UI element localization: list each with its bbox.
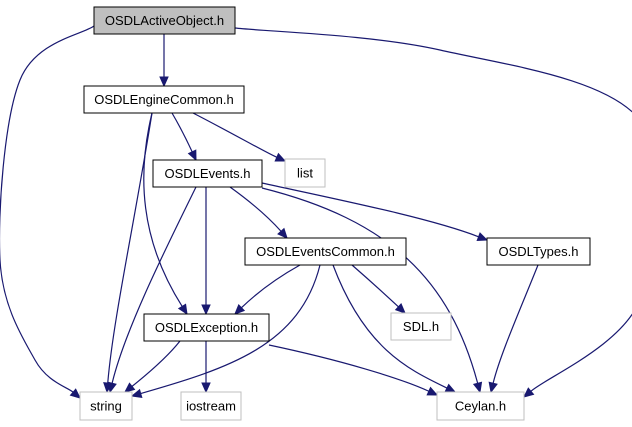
- edge-line: [268, 344, 430, 392]
- edge-osdl-exception-to-string: [124, 340, 181, 393]
- edge-arrowhead: [488, 381, 498, 394]
- edge-arrowhead: [394, 302, 406, 314]
- edge-osdl-engine-common-to-osdl-exception: [143, 112, 188, 316]
- edge-arrowhead: [177, 303, 188, 316]
- node-box: [152, 159, 263, 188]
- edge-osdl-active-object-to-ceylan: [234, 27, 632, 398]
- edge-osdl-events-common-to-osdl-exception: [234, 264, 301, 315]
- edge-osdl-events-to-ceylan: [261, 187, 483, 394]
- edges-layer: [0, 25, 632, 399]
- node-box: [83, 85, 245, 114]
- node-box: [79, 391, 133, 421]
- node-label: OSDLEngineCommon.h: [94, 92, 233, 107]
- edge-line: [131, 340, 181, 387]
- node-iostream: iostream: [180, 391, 242, 421]
- edge-arrowhead: [476, 232, 489, 242]
- node-osdl-engine-common[interactable]: OSDLEngineCommon.h: [83, 85, 245, 114]
- edge-line: [140, 264, 321, 395]
- edge-line: [0, 25, 95, 393]
- edge-line: [229, 186, 282, 232]
- edge-line: [351, 264, 399, 308]
- node-label: OSDLEventsCommon.h: [256, 244, 395, 259]
- edge-line: [241, 264, 301, 309]
- edge-arrowhead: [159, 76, 169, 88]
- edge-osdl-types-to-ceylan: [488, 264, 539, 394]
- edge-arrowhead: [277, 227, 288, 239]
- edge-line: [234, 27, 632, 392]
- node-box: [284, 158, 326, 188]
- node-box: [143, 313, 270, 342]
- edge-line: [261, 187, 479, 384]
- node-osdl-events[interactable]: OSDLEvents.h: [152, 159, 263, 188]
- node-box: [93, 6, 236, 35]
- edge-osdl-events-to-string: [107, 186, 197, 394]
- edge-arrowhead: [201, 382, 211, 394]
- node-osdl-types[interactable]: OSDLTypes.h: [486, 237, 591, 266]
- edge-osdl-events-to-osdl-exception: [201, 187, 211, 316]
- edge-arrowhead: [444, 383, 457, 393]
- edge-arrowhead: [201, 304, 211, 316]
- edge-arrowhead: [69, 388, 81, 399]
- node-label: list: [297, 165, 313, 180]
- node-box: [390, 312, 452, 341]
- edge-arrowhead: [472, 381, 483, 394]
- node-label: string: [90, 398, 122, 413]
- node-label: Ceylan.h: [455, 398, 506, 413]
- node-label: iostream: [186, 398, 236, 413]
- edge-osdl-events-common-to-sdl: [351, 264, 406, 314]
- edge-osdl-events-common-to-string: [130, 264, 321, 399]
- edge-osdl-events-to-osdl-types: [261, 182, 489, 242]
- edge-osdl-engine-common-to-osdl-events: [171, 112, 197, 162]
- node-label: OSDLTypes.h: [499, 244, 579, 259]
- node-string: string: [79, 391, 133, 421]
- edge-arrowhead: [234, 303, 246, 315]
- edge-arrowhead: [130, 388, 143, 399]
- edge-osdl-exception-to-ceylan: [268, 344, 439, 396]
- edge-line: [492, 264, 539, 384]
- edge-line: [111, 186, 197, 384]
- edge-arrowhead: [274, 152, 287, 162]
- node-list: list: [284, 158, 326, 188]
- node-osdl-exception[interactable]: OSDLException.h: [143, 313, 270, 342]
- node-label: OSDLActiveObject.h: [105, 13, 224, 28]
- node-label: SDL.h: [403, 319, 439, 334]
- edge-arrowhead: [124, 382, 136, 393]
- node-ceylan: Ceylan.h: [436, 391, 525, 421]
- edge-line: [261, 182, 479, 238]
- edge-arrowhead: [523, 387, 535, 398]
- node-box: [244, 237, 407, 266]
- edge-line: [171, 112, 193, 153]
- edge-osdl-exception-to-iostream: [201, 341, 211, 394]
- edge-line: [332, 264, 448, 389]
- edge-osdl-active-object-to-osdl-engine-common: [159, 34, 169, 88]
- edge-line: [143, 112, 183, 307]
- edge-arrowhead: [187, 149, 197, 162]
- node-box: [486, 237, 591, 266]
- node-osdl-events-common[interactable]: OSDLEventsCommon.h: [244, 237, 407, 266]
- edge-osdl-events-to-osdl-events-common: [229, 186, 288, 239]
- edge-osdl-engine-common-to-list: [192, 112, 287, 162]
- node-box: [436, 391, 525, 421]
- node-label: OSDLEvents.h: [165, 166, 251, 181]
- node-label: OSDLException.h: [155, 320, 258, 335]
- edge-line: [192, 112, 278, 158]
- edge-osdl-active-object-to-string: [0, 25, 95, 399]
- node-osdl-active-object[interactable]: OSDLActiveObject.h: [93, 6, 236, 35]
- node-sdl: SDL.h: [390, 312, 452, 341]
- edge-arrowhead: [426, 386, 439, 396]
- edge-arrowhead: [107, 381, 117, 394]
- node-box: [180, 391, 242, 421]
